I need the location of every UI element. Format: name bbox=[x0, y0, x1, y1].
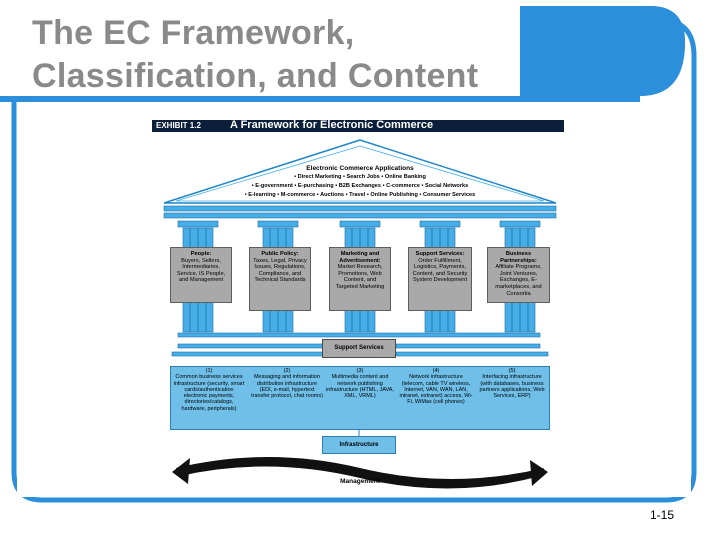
infra-num: (5) bbox=[508, 368, 516, 374]
roof-line-2: • E-government • E-purchasing • B2B Exch… bbox=[251, 183, 469, 189]
pillar-body: Order Fulfillment, Logistics, Payments, … bbox=[412, 257, 468, 284]
infra-column-1: (1) Common business services infrastruct… bbox=[172, 368, 246, 412]
pillar-body: Market Research, Promotions, Web Content… bbox=[335, 264, 385, 290]
pillar-cap-3 bbox=[339, 220, 381, 228]
pillar-title: Marketing and Advertisement: bbox=[339, 251, 381, 264]
base-beam-1 bbox=[177, 332, 541, 338]
infra-text: Interfacing infrastructure (with databas… bbox=[479, 374, 545, 400]
roof-inner bbox=[175, 145, 545, 202]
roof-beam-2 bbox=[163, 212, 557, 219]
base-beam-4 bbox=[171, 351, 324, 357]
pillar-title: Business Partnerships: bbox=[500, 251, 537, 264]
exhibit-bar bbox=[152, 120, 564, 132]
roof-beam-1 bbox=[163, 205, 557, 212]
exhibit-label: EXHIBIT 1.2 bbox=[156, 121, 201, 130]
infrastructure-label: Infrastructure bbox=[322, 436, 396, 454]
roof-line-3: • E-learning • M-commerce • Auctions • T… bbox=[244, 192, 476, 198]
title-bar-fade bbox=[520, 6, 685, 96]
support-services-box: Support Services bbox=[322, 339, 396, 358]
pillar-title: Support Services: bbox=[415, 251, 465, 257]
slide-title-line-2: Classification, and Content bbox=[32, 57, 479, 95]
infra-column-5: (5) Interfacing infrastructure (with dat… bbox=[476, 368, 548, 399]
base-beam-5 bbox=[395, 351, 549, 357]
roof-heading: Electronic Commerce Applications bbox=[306, 165, 414, 172]
infra-column-3: (3) Multimedia content and network publi… bbox=[325, 368, 395, 399]
pillar-cap-4 bbox=[419, 220, 461, 228]
pillar-title: People: bbox=[190, 251, 212, 257]
management-arrow bbox=[176, 457, 544, 489]
pillar-title: Public Policy: bbox=[261, 251, 299, 257]
pillar-support-services: Support Services: Order Fulfillment, Log… bbox=[408, 247, 472, 311]
pillar-cap-1 bbox=[177, 220, 219, 228]
infra-num: (4) bbox=[432, 368, 440, 374]
pillar-public-policy: Public Policy: Taxes, Legal, Privacy Iss… bbox=[249, 247, 311, 311]
infrastructure-band bbox=[170, 366, 550, 430]
base-beam-3 bbox=[395, 343, 541, 349]
slide-number: 1-15 bbox=[649, 508, 674, 522]
infra-text: Messaging and information distribution i… bbox=[251, 374, 323, 400]
management-label: Management bbox=[340, 478, 380, 485]
title-underline bbox=[0, 96, 640, 102]
pillar-cap-2 bbox=[257, 220, 299, 228]
management-arrowhead-left bbox=[172, 458, 190, 484]
pillar-marketing: Marketing and Advertisement: Market Rese… bbox=[329, 247, 391, 311]
infra-text: Network infrastructure (telecom, cable T… bbox=[399, 374, 473, 406]
infra-column-2: (2) Messaging and information distributi… bbox=[250, 368, 324, 399]
infra-text: Multimedia content and network publishin… bbox=[326, 374, 394, 400]
roof-line-1: • Direct Marketing • Search Jobs • Onlin… bbox=[294, 174, 426, 180]
base-beam-2 bbox=[177, 343, 324, 349]
pillar-cap-5 bbox=[499, 220, 541, 228]
management-arrowhead-right bbox=[530, 460, 548, 486]
infra-num: (2) bbox=[283, 368, 291, 374]
pillar-people: People: Buyers, Sellers, Intermediaries,… bbox=[170, 247, 232, 303]
exhibit-title: A Framework for Electronic Commerce bbox=[230, 119, 434, 131]
pillar-body: Taxes, Legal, Privacy Issues, Regulation… bbox=[253, 257, 307, 284]
pillar-business-partnerships: Business Partnerships: Affiliate Program… bbox=[487, 247, 550, 303]
title-bar-highlight bbox=[0, 6, 560, 96]
pillar-body: Buyers, Sellers, Intermediaries, Service… bbox=[176, 257, 226, 284]
infra-text: Common business services infrastructure … bbox=[173, 374, 245, 412]
infra-num: (1) bbox=[205, 368, 213, 374]
slide-title-line-1: The EC Framework, bbox=[32, 14, 355, 52]
pillar-body: Affiliate Programs, Joint Ventures, Exch… bbox=[495, 264, 542, 297]
infra-num: (3) bbox=[356, 368, 364, 374]
infra-column-4: (4) Network infrastructure (telecom, cab… bbox=[398, 368, 474, 406]
